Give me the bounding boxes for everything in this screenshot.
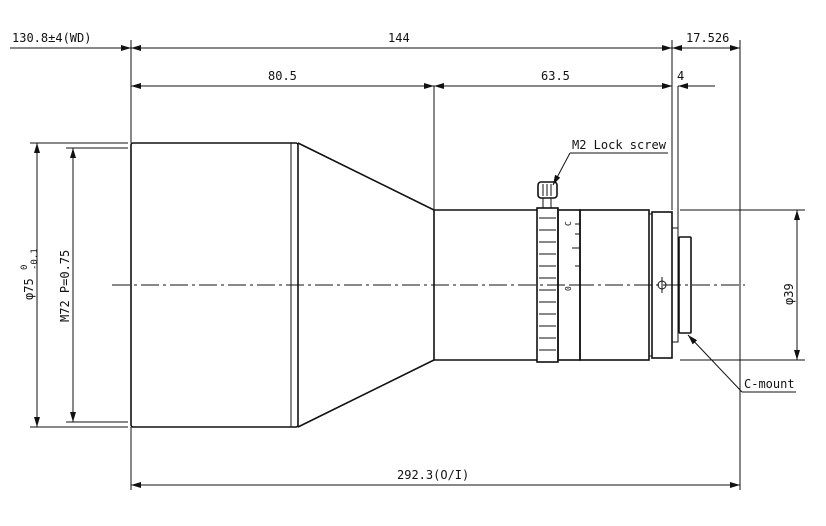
callout-lock-screw: M2 Lock screw — [572, 138, 667, 152]
svg-text:C: C — [564, 221, 573, 226]
dim-total-body: 144 — [388, 31, 410, 45]
dim-rear-section: 63.5 — [541, 69, 570, 83]
dim-working-distance: 130.8±4(WD) — [12, 31, 91, 45]
svg-text:M72 P=0.75: M72 P=0.75 — [58, 250, 72, 322]
dim-rear-diameter: φ39 — [782, 283, 796, 305]
svg-text:φ75: φ75 — [22, 278, 36, 300]
lens-body — [130, 142, 692, 428]
dim-filter-thread: M72 P=0.75 — [58, 250, 72, 322]
dimension-lines — [10, 45, 800, 488]
dim-mount-offset: 4 — [677, 69, 684, 83]
dim-object-to-image: 292.3(O/I) — [397, 468, 469, 482]
extension-lines — [30, 40, 805, 490]
callout-c-mount: C-mount — [744, 377, 795, 391]
callout-leaders — [552, 152, 796, 393]
scale-mark-0: 0 — [564, 286, 573, 291]
svg-text:φ39: φ39 — [782, 283, 796, 305]
scale-mark-c: C — [564, 221, 573, 226]
dim-front-diameter: φ75 0 -0.1 — [20, 248, 40, 300]
svg-text:0: 0 — [20, 265, 30, 270]
dim-front-section: 80.5 — [268, 69, 297, 83]
dim-flange-back: 17.526 — [686, 31, 729, 45]
focus-ring-knurl — [539, 217, 556, 351]
svg-text:-0.1: -0.1 — [30, 248, 40, 270]
svg-text:0: 0 — [564, 286, 573, 291]
